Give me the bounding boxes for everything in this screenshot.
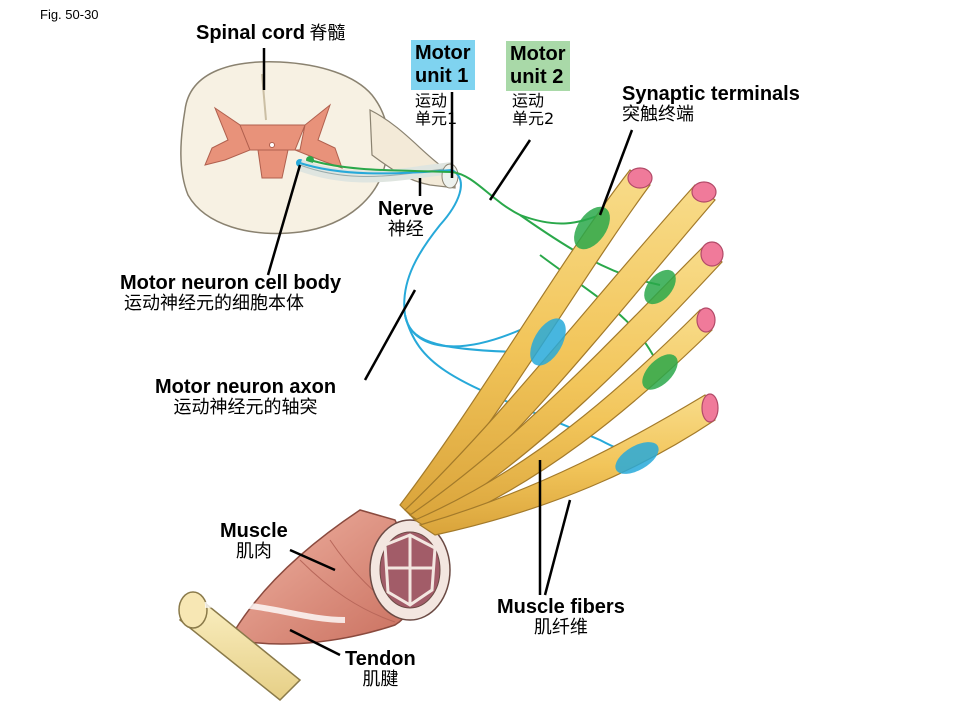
cell-body-label: Motor neuron cell body 运动神经元的细胞本体 [120, 272, 342, 314]
motor-unit-2-label: Motor unit 2 [506, 41, 570, 91]
synaptic-terminals-label: Synaptic terminals 突触终端 [622, 83, 800, 125]
tendon-label: Tendon 肌腱 [345, 648, 416, 690]
leader-lines [262, 48, 634, 657]
tendon [178, 591, 346, 702]
motor-unit-1-label: Motor unit 1 [411, 40, 475, 90]
spinal-cord [180, 61, 456, 235]
axon-label: Motor neuron axon 运动神经元的轴突 [155, 376, 337, 418]
synaptic-terminals [530, 206, 678, 474]
motor-unit-1-zh: 运动 单元1 [415, 91, 458, 128]
muscle-fibers-label: Muscle fibers 肌纤维 [497, 596, 625, 638]
spinal-cord-label: Spinal cord 脊髓 [196, 22, 346, 44]
nerve-label: Nerve 神经 [378, 198, 434, 240]
motor-unit-2-zh: 运动 单元2 [512, 91, 555, 128]
muscle-fibers [399, 167, 724, 536]
figure-id: Fig. 50-30 [40, 7, 99, 22]
muscle-label: Muscle 肌肉 [220, 520, 288, 562]
